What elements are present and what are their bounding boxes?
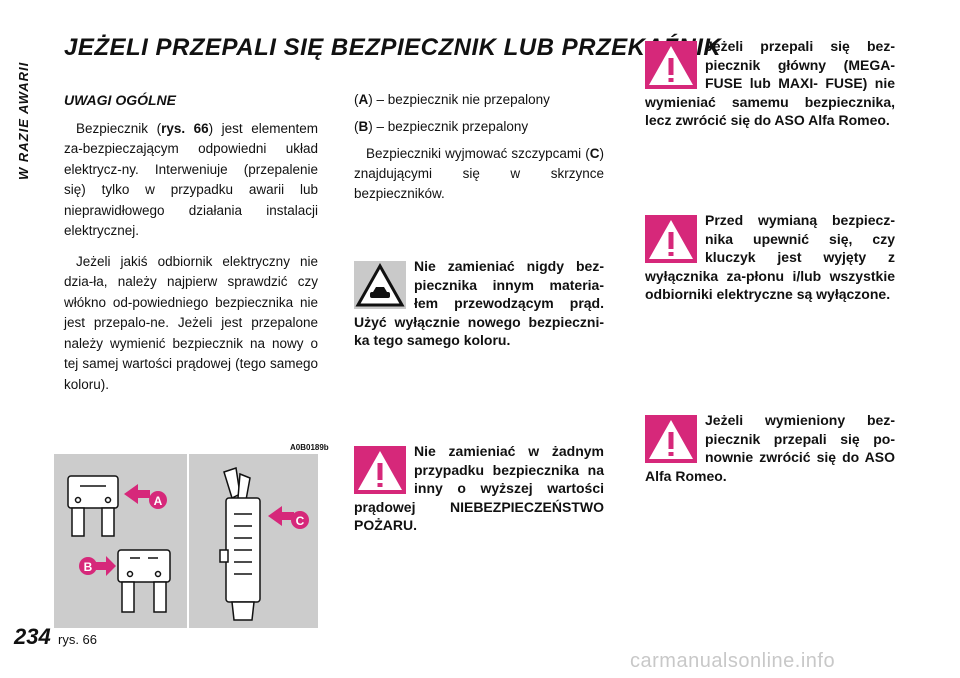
general-paragraph-2: Jeżeli jakiś odbiornik elektryczny nie d… — [64, 253, 318, 392]
fuse-intact-drawing — [67, 475, 119, 537]
page-title: JEŻELI PRZEPALI SIĘ BEZPIECZNIK LUB PRZE… — [64, 34, 722, 61]
warning-triangle-icon — [645, 215, 697, 263]
warning-triangle-icon — [354, 446, 406, 494]
page-number: 234 — [14, 624, 51, 649]
legend-a: (A) – bezpiecznik nie przepalony — [354, 92, 550, 107]
general-notes: UWAGI OGÓLNE Bezpiecznik (rys. 66) jest … — [64, 90, 318, 405]
figure-caption: rys. 66 — [58, 632, 98, 647]
arrow-a-icon: A — [124, 484, 167, 509]
fuse-illustration: A B — [67, 467, 309, 621]
figure-code: A0B0189b — [290, 443, 329, 452]
arrow-c-icon: C — [268, 506, 309, 529]
warning-triangle-icon — [645, 41, 697, 89]
legend-c: Bezpieczniki wyjmować szczypcami (C) zna… — [354, 146, 604, 201]
ignition-key-warning: Przed wymianą bezpiecz-nika upewnić się,… — [645, 212, 895, 302]
fire-warning: Nie zamieniać w żadnym przypadku bezpiec… — [354, 443, 604, 533]
svg-text:B: B — [84, 560, 93, 574]
fuse-blown-drawing — [117, 549, 171, 613]
warning-triangle-icon — [645, 415, 697, 463]
car-warning-icon — [354, 261, 406, 309]
fuse-pliers-drawing — [219, 467, 261, 621]
general-heading: UWAGI OGÓLNE — [64, 92, 176, 108]
svg-text:A: A — [154, 494, 163, 508]
car-warning: Nie zamieniać nigdy bez-piecznika innym … — [354, 258, 604, 348]
legend-b: (B) – bezpiecznik przepalony — [354, 119, 529, 134]
main-fuse-warning: Jeżeli przepali się bez-piecznik główny … — [645, 38, 895, 128]
svg-text:C: C — [296, 514, 305, 528]
figure-divider — [187, 454, 189, 628]
arrow-b-icon: B — [79, 556, 116, 576]
watermark: carmanualsonline.info — [630, 650, 836, 672]
fuse-figure: A B — [54, 454, 318, 628]
repeat-fuse-warning: Jeżeli wymieniony bez-piecznik przepali … — [645, 412, 895, 484]
section-label: W RAZIE AWARII — [16, 61, 31, 180]
legend: (A) – bezpiecznik nie przepalony (B) – b… — [354, 90, 604, 211]
general-paragraph-1: Bezpiecznik (rys. 66) jest elementem za-… — [64, 120, 318, 239]
